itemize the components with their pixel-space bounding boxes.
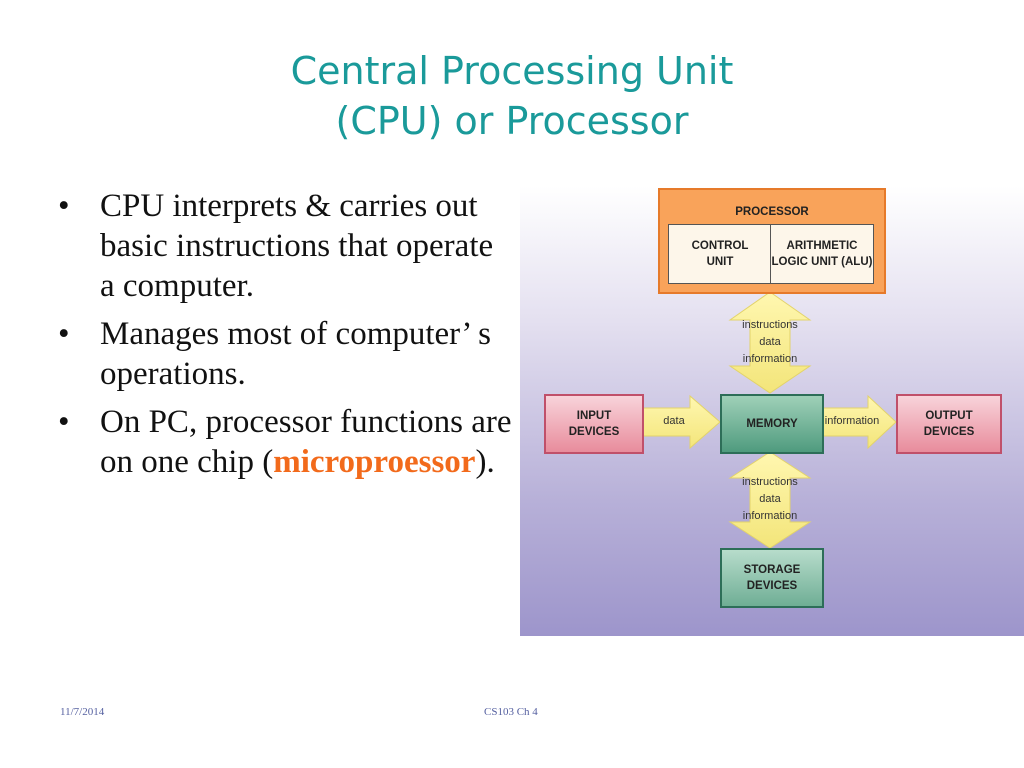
upper-arrow-instructions: instructions xyxy=(742,319,798,331)
memory-label: MEMORY xyxy=(746,418,798,430)
upper-double-arrow xyxy=(728,291,812,394)
lower-arrow-information: information xyxy=(742,510,798,522)
bullet-item: • On PC, processor functions are on one … xyxy=(56,402,516,482)
right-arrow xyxy=(821,394,897,450)
bullet-text: CPU interprets & carries out basic instr… xyxy=(100,188,494,304)
bullet-text: Manages most of computer’ s operations. xyxy=(100,316,492,392)
input-line1: INPUT xyxy=(576,410,612,422)
left-arrow xyxy=(641,394,721,450)
title-line-1: Central Processing Unit xyxy=(290,49,734,93)
bullet-item: • CPU interprets & carries out basic ins… xyxy=(56,186,516,306)
bullet-list: • CPU interprets & carries out basic ins… xyxy=(56,186,516,490)
bullet-text-after: ). xyxy=(475,444,495,480)
output-devices-box: OUTPUT DEVICES xyxy=(896,394,1002,454)
lower-arrow-data: data xyxy=(759,493,781,505)
control-unit-box: CONTROL UNIT xyxy=(668,224,772,284)
alu-line2: LOGIC UNIT (ALU) xyxy=(771,256,873,268)
left-arrow-label: data xyxy=(663,415,685,427)
output-line2: DEVICES xyxy=(923,426,975,438)
alu-box: ARITHMETIC LOGIC UNIT (ALU) xyxy=(770,224,874,284)
processor-label: PROCESSOR xyxy=(735,206,809,218)
upper-arrow-data: data xyxy=(759,336,781,348)
diagram-arrows xyxy=(641,291,897,549)
bullet-dot: • xyxy=(58,404,70,440)
title-line-2: (CPU) or Processor xyxy=(335,99,689,143)
storage-devices-box: STORAGE DEVICES xyxy=(720,548,824,608)
storage-line2: DEVICES xyxy=(746,580,798,592)
alu-line1: ARITHMETIC xyxy=(786,240,858,252)
bullet-dot: • xyxy=(58,188,70,224)
upper-arrow-information: information xyxy=(742,353,798,365)
input-devices-box: INPUT DEVICES xyxy=(544,394,644,454)
highlight-term: microproessor xyxy=(273,444,476,480)
footer-course: CS103 Ch 4 xyxy=(484,706,538,718)
upper-arrow-label: instructions data information xyxy=(730,317,810,368)
bullet-dot: • xyxy=(58,316,70,352)
footer-date: 11/7/2014 xyxy=(60,706,105,718)
memory-box: MEMORY xyxy=(720,394,824,454)
bullet-item: • Manages most of computer’ s operations… xyxy=(56,314,516,394)
right-arrow-label: information xyxy=(824,415,880,427)
lower-arrow-instructions: instructions xyxy=(742,476,798,488)
storage-line1: STORAGE xyxy=(743,564,801,576)
control-unit-line1: CONTROL xyxy=(691,240,749,252)
cpu-diagram: PROCESSOR CONTROL UNIT ARITHMETIC LOGIC UN… xyxy=(520,186,1024,636)
bullet-text-before: On PC, processor functions are on one ch… xyxy=(100,404,512,480)
output-line1: OUTPUT xyxy=(925,410,973,422)
control-unit-line2: UNIT xyxy=(706,256,734,268)
slide-title: Central Processing Unit (CPU) or Process… xyxy=(0,46,1024,146)
input-line2: DEVICES xyxy=(568,426,620,438)
lower-arrow-label: instructions data information xyxy=(730,474,810,525)
